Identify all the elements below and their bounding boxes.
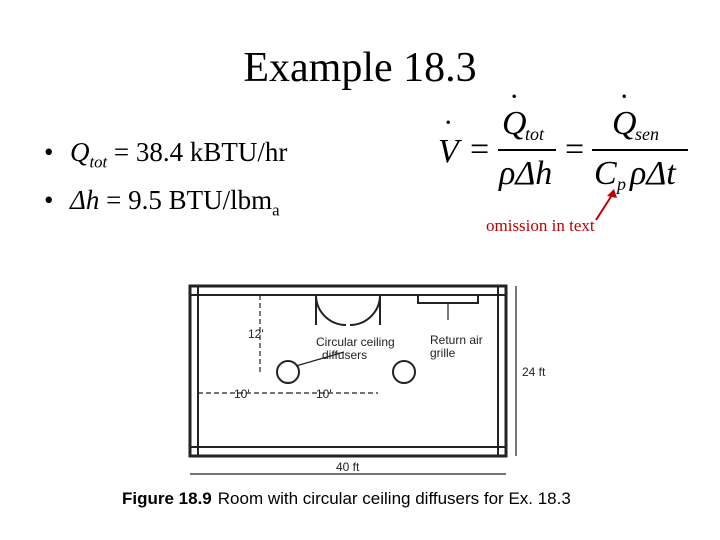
bullet-symbol: Δh [70,185,100,216]
figure-caption: Figure 18.9 Room with circular ceiling di… [122,489,571,509]
formula-num2-sub: sen [635,124,659,144]
leader-diffuser [295,351,345,367]
room-outline [188,284,508,458]
ceiling-diffuser-2 [392,360,416,384]
formula-den2-c: C [594,155,617,192]
label-dim-12: 12' [248,327,264,341]
formula-num1: Q [502,105,527,142]
formula-den2-sub: p [615,174,626,194]
ceiling-diffuser-1 [276,360,300,384]
label-diffusers-line2: diffusers [322,348,367,362]
omission-arrow [595,189,617,221]
formula-num1-sub: tot [525,124,545,144]
bullet-symbol: Q [70,137,90,167]
figure-background [118,262,618,516]
room-floor-plan-figure: Circular ceiling diffusers Return air gr… [118,262,618,516]
label-dim-10b: 10' [316,387,332,401]
bullet-marker: • [44,137,54,167]
omission-note: omission in text [486,216,595,235]
bullet-subscript: tot [89,152,108,172]
label-dim-40: 40 ft [336,460,360,474]
formula-dot-num2: · [620,92,628,113]
bullet-list: • Qtot = 38.4 kBTU/hr • Δh = 9.5 BTU/lbma [44,133,287,230]
label-dim-10a: 10' [234,387,250,401]
label-grille-line1: Return air [430,333,483,347]
formula-equals-2: = [565,131,584,168]
label-diffusers-line1: Circular ceiling [316,335,395,349]
bullet-item-dh: • Δh = 9.5 BTU/lbma [44,181,287,229]
formula-den2-rest: ρΔt [629,155,677,192]
formula-den1: ρΔh [498,155,552,192]
figure-caption-text: Room with circular ceiling diffusers for… [217,489,571,508]
bullet-value: = 38.4 kBTU/hr [107,137,288,167]
slide-title: Example 18.3 [243,45,477,91]
bullet-value: = 9.5 BTU/lbm [99,185,273,216]
return-air-grille [417,294,479,304]
formula-num2: Q [612,105,637,142]
figure-caption-label: Figure 18.9 [122,489,212,508]
bullet-tail-subscript: a [272,200,280,220]
formula-dot: · [444,106,452,139]
label-dim-24: 24 ft [522,365,546,379]
label-grille-line2: grille [430,346,456,360]
bullet-marker: • [44,185,54,216]
formula-dot-num1: · [510,92,518,113]
formula-equals-1: = [470,131,489,168]
bullet-item-qtot: • Qtot = 38.4 kBTU/hr [44,133,287,181]
flow-rate-formula: V · = Q tot · ρΔh = Q sen · C p ρΔt [438,92,688,194]
